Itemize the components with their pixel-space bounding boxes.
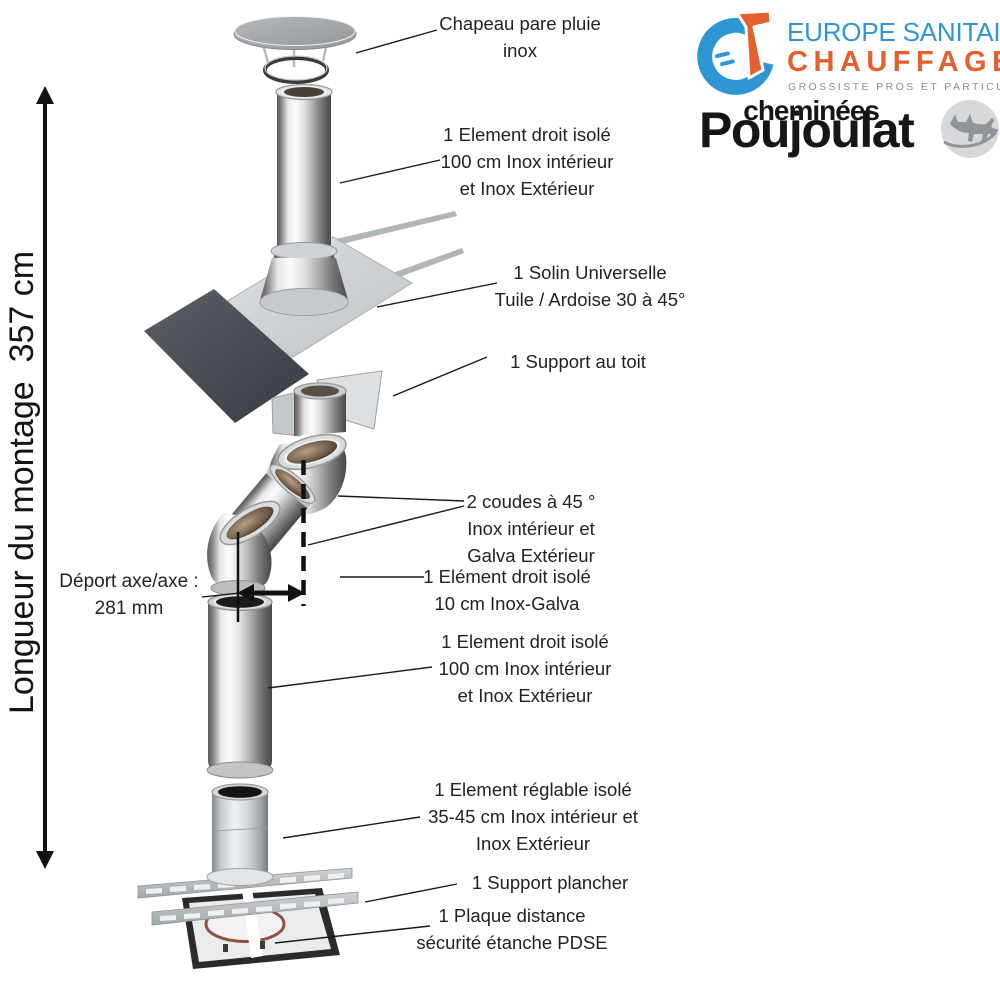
flashing-rails (332, 211, 464, 281)
length-arrow (36, 86, 54, 869)
roof-support-illustration (271, 370, 383, 437)
straight-element-bottom-illustration (206, 592, 274, 779)
label-roof-support: 1 Support au toit (510, 351, 646, 372)
poujoulat-cat-icon (941, 100, 999, 158)
poujoulat-brand-name: Poujoulat (699, 102, 915, 158)
floor-rail-front (151, 891, 359, 926)
esc-brand-tagline: GROSSISTE PROS ET PARTICULIERS (788, 81, 1000, 93)
adjustable-element-illustration (206, 783, 274, 886)
esc-logo-icon (697, 9, 774, 95)
label-floor-support: 1 Support plancher (471, 872, 629, 893)
elbows-illustration (207, 433, 347, 596)
flashing-cone-collar (259, 242, 349, 316)
leader-lines (267, 29, 498, 944)
assembly-length-label: Longueur du montage 357 cm (3, 250, 41, 714)
rain-cap-illustration (233, 16, 357, 84)
poujoulat-brand-cheminees: cheminées (743, 95, 880, 126)
esc-brand-name: EUROPE SANITAIRE (787, 17, 1000, 47)
axis-offset-label: Déport axe/axe : 281 mm (59, 571, 199, 619)
offset-dimension-lines (201, 460, 306, 622)
esc-brand-name-2: CHAUFFAGE (787, 46, 1000, 78)
